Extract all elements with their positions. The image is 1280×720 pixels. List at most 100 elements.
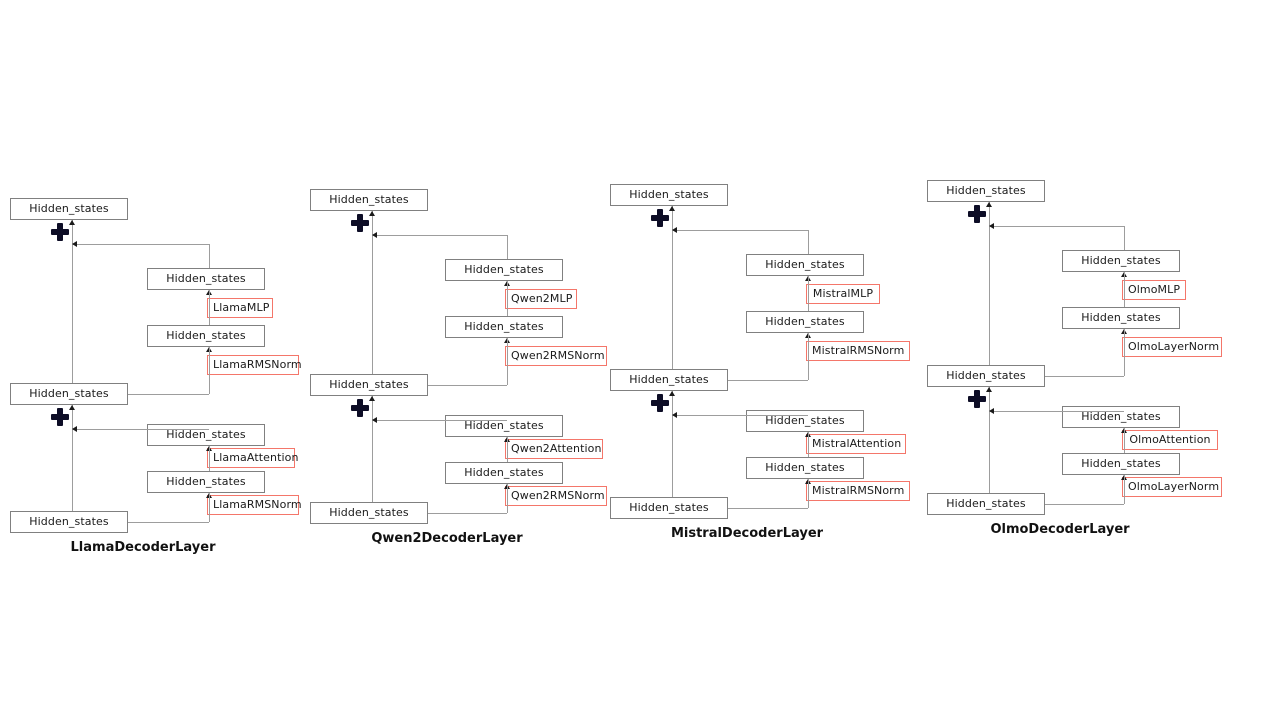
module-box-post-attention-norm: LlamaRMSNorm — [207, 355, 302, 375]
connector-vertical — [507, 484, 508, 513]
module-box-attention: OlmoAttention — [1122, 430, 1218, 450]
hidden-states-box-attention-input: Hidden_states — [1062, 453, 1180, 475]
connector-vertical — [1124, 428, 1125, 453]
connector-vertical — [209, 244, 210, 268]
residual-add-plus-icon — [651, 209, 669, 227]
column-caption-olmo: OlmoDecoderLayer — [990, 522, 1130, 537]
hidden-states-box-mlp-input: Hidden_states — [746, 311, 864, 333]
hidden-states-box-middle: Hidden_states — [927, 365, 1045, 387]
connector-vertical — [209, 493, 210, 522]
module-box-input-norm: LlamaRMSNorm — [207, 495, 302, 515]
arrowhead-up-icon — [669, 391, 675, 396]
hidden-states-box-input: Hidden_states — [927, 493, 1045, 515]
arrowhead-up-icon — [69, 220, 75, 225]
connector-vertical — [209, 446, 210, 471]
hidden-states-box-mlp-input: Hidden_states — [445, 316, 563, 338]
module-box-input-norm: MistralRMSNorm — [806, 481, 910, 501]
hidden-states-box-output: Hidden_states — [610, 184, 728, 206]
module-box-post-attention-norm: OlmoLayerNorm — [1122, 337, 1222, 357]
connector-horizontal — [72, 244, 209, 245]
residual-add-plus-icon — [968, 205, 986, 223]
hidden-states-box-output: Hidden_states — [10, 198, 128, 220]
module-box-attention: Qwen2Attention — [505, 439, 603, 459]
hidden-states-box-input: Hidden_states — [610, 497, 728, 519]
connector-vertical — [1124, 329, 1125, 376]
hidden-states-box-mlp-input: Hidden_states — [147, 325, 265, 347]
arrowhead-left-icon — [672, 412, 677, 418]
hidden-states-box-middle: Hidden_states — [610, 369, 728, 391]
hidden-states-box-attention-input: Hidden_states — [746, 457, 864, 479]
connector-vertical — [1124, 272, 1125, 307]
hidden-states-box-output: Hidden_states — [310, 189, 428, 211]
module-box-mlp: MistralMLP — [806, 284, 880, 304]
hidden-states-box-input: Hidden_states — [10, 511, 128, 533]
connector-horizontal — [728, 508, 808, 509]
residual-add-plus-icon — [51, 223, 69, 241]
connector-vertical — [507, 281, 508, 316]
connector-horizontal — [1045, 376, 1124, 377]
connector-horizontal — [128, 394, 209, 395]
column-caption-qwen2: Qwen2DecoderLayer — [371, 531, 523, 546]
connector-horizontal — [989, 411, 1124, 412]
arrowhead-up-icon — [669, 206, 675, 211]
connector-vertical — [672, 206, 673, 369]
connector-vertical — [808, 276, 809, 311]
module-box-attention: LlamaAttention — [207, 448, 298, 468]
connector-vertical — [672, 391, 673, 497]
connector-horizontal — [372, 420, 507, 421]
hidden-states-box-mlp-output: Hidden_states — [445, 259, 563, 281]
module-box-input-norm: Qwen2RMSNorm — [505, 486, 607, 506]
hidden-states-box-attention-input: Hidden_states — [445, 462, 563, 484]
connector-vertical — [989, 387, 990, 493]
module-box-mlp: OlmoMLP — [1122, 280, 1186, 300]
residual-add-plus-icon — [651, 394, 669, 412]
connector-horizontal — [428, 513, 507, 514]
connector-vertical — [1124, 226, 1125, 250]
module-box-attention: MistralAttention — [806, 434, 906, 454]
hidden-states-box-output: Hidden_states — [927, 180, 1045, 202]
connector-vertical — [808, 333, 809, 380]
connector-vertical — [209, 290, 210, 325]
hidden-states-box-mlp-output: Hidden_states — [147, 268, 265, 290]
module-box-post-attention-norm: Qwen2RMSNorm — [505, 346, 607, 366]
arrowhead-left-icon — [989, 408, 994, 414]
arrowhead-left-icon — [72, 426, 77, 432]
residual-add-plus-icon — [51, 408, 69, 426]
connector-horizontal — [672, 230, 808, 231]
connector-horizontal — [372, 235, 507, 236]
connector-horizontal — [1045, 504, 1124, 505]
connector-vertical — [507, 338, 508, 385]
connector-vertical — [372, 396, 373, 502]
connector-horizontal — [672, 415, 808, 416]
column-caption-mistral: MistralDecoderLayer — [670, 526, 824, 541]
connector-vertical — [507, 437, 508, 462]
arrowhead-left-icon — [672, 227, 677, 233]
connector-vertical — [72, 220, 73, 383]
hidden-states-box-mlp-output: Hidden_states — [746, 254, 864, 276]
module-box-post-attention-norm: MistralRMSNorm — [806, 341, 910, 361]
hidden-states-box-mlp-output: Hidden_states — [1062, 250, 1180, 272]
connector-vertical — [507, 235, 508, 259]
hidden-states-box-middle: Hidden_states — [310, 374, 428, 396]
hidden-states-box-middle: Hidden_states — [10, 383, 128, 405]
connector-horizontal — [728, 380, 808, 381]
connector-horizontal — [72, 429, 209, 430]
connector-vertical — [808, 432, 809, 457]
residual-add-plus-icon — [351, 214, 369, 232]
hidden-states-box-mlp-input: Hidden_states — [1062, 307, 1180, 329]
arrowhead-up-icon — [986, 202, 992, 207]
connector-vertical — [808, 479, 809, 508]
connector-horizontal — [128, 522, 209, 523]
arrowhead-up-icon — [69, 405, 75, 410]
module-box-input-norm: OlmoLayerNorm — [1122, 477, 1222, 497]
column-caption-llama: LlamaDecoderLayer — [70, 540, 216, 555]
arrowhead-left-icon — [372, 417, 377, 423]
module-box-mlp: LlamaMLP — [207, 298, 273, 318]
connector-vertical — [808, 230, 809, 254]
arrowhead-up-icon — [369, 396, 375, 401]
connector-vertical — [372, 211, 373, 374]
